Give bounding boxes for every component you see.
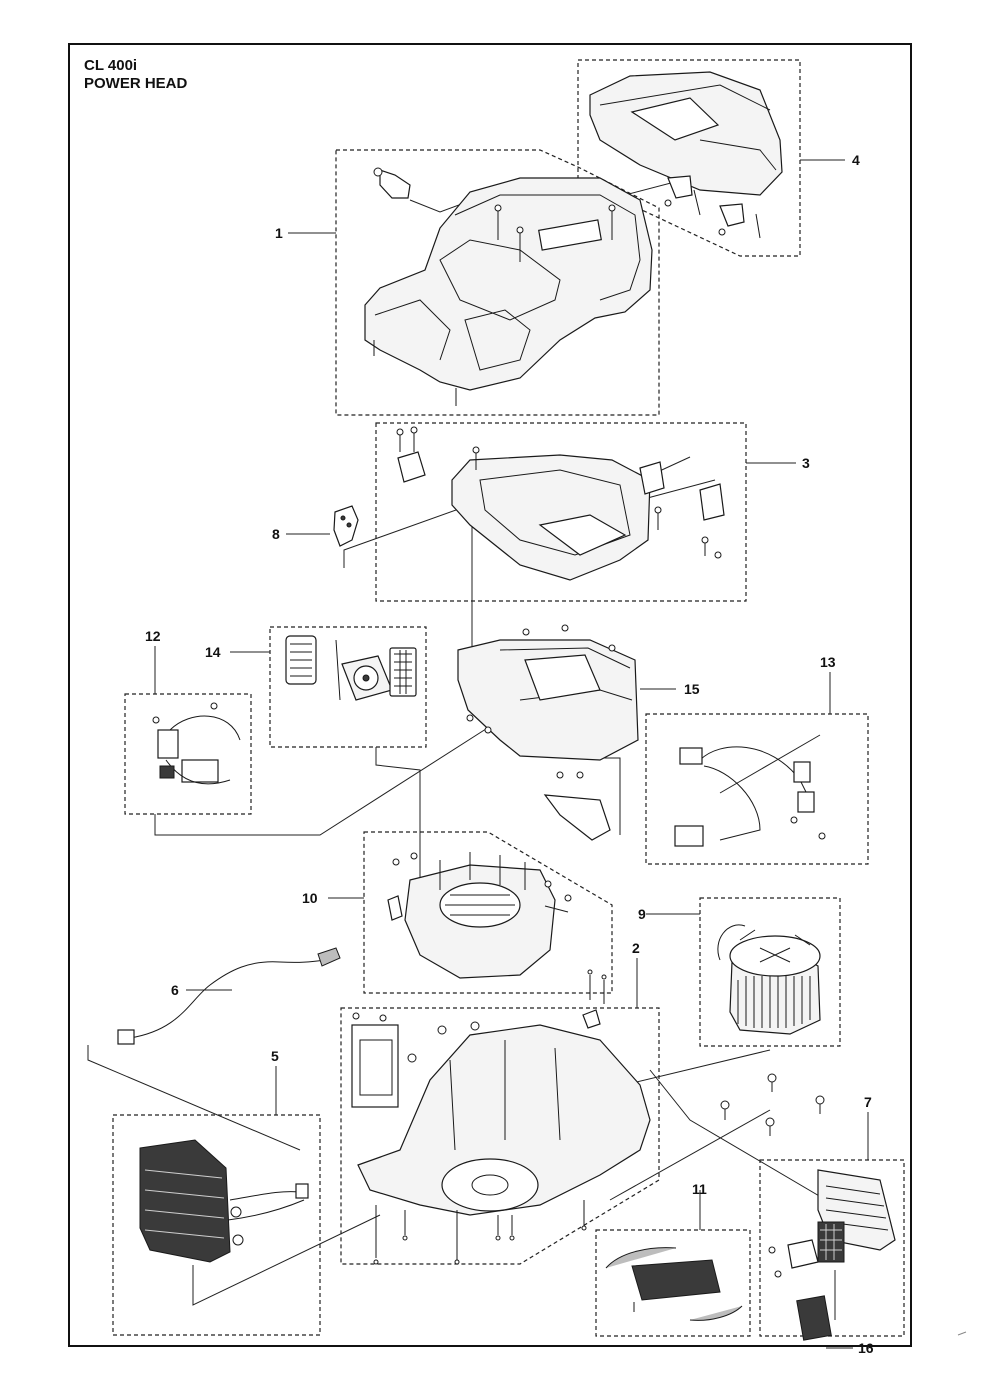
part-handle-clip [333, 505, 359, 547]
part-wiring-harness-13 [674, 746, 826, 847]
callout-15: 15 [684, 681, 700, 697]
callout-16: 16 [858, 1340, 874, 1356]
group-box-4 [577, 59, 801, 257]
callout-12: 12 [145, 628, 161, 644]
part-charging-cable [117, 947, 341, 1045]
callout-10: 10 [302, 890, 318, 906]
group-box-1 [335, 149, 660, 416]
callout-8: 8 [272, 526, 280, 542]
group-box-11 [595, 1229, 751, 1337]
part-grille [605, 1247, 743, 1321]
callout-9: 9 [638, 906, 646, 922]
group-box-14 [269, 626, 427, 748]
group-box-3 [375, 422, 747, 602]
group-box-10 [363, 831, 613, 994]
section-title: POWER HEAD [84, 75, 188, 92]
callout-3: 3 [802, 455, 810, 471]
part-hatch-lid [589, 71, 783, 239]
model-title: CL 400i [84, 57, 138, 74]
callout-2: 2 [632, 940, 640, 956]
callout-1: 1 [275, 225, 283, 241]
callout-4: 4 [852, 152, 860, 168]
diagram-frame [68, 43, 912, 1347]
part-side-vent [768, 1169, 896, 1341]
part-cooling-fan [285, 635, 417, 701]
group-box-9 [699, 897, 841, 1047]
part-lower-chassis [351, 969, 651, 1265]
group-box-5 [112, 1114, 321, 1336]
callout-13: 13 [820, 654, 836, 670]
part-chassis-frame [396, 426, 725, 581]
part-power-supply [139, 1139, 309, 1263]
callout-6: 6 [171, 982, 179, 998]
callout-14: 14 [205, 644, 221, 660]
callout-7: 7 [864, 1094, 872, 1110]
group-box-7 [759, 1159, 905, 1337]
callout-5: 5 [271, 1048, 279, 1064]
group-box-13 [645, 713, 869, 865]
stray-mark [957, 1331, 967, 1336]
group-box-12 [124, 693, 252, 815]
part-electronics-housing [457, 624, 639, 841]
callout-11: 11 [692, 1181, 707, 1197]
part-wiring-harness-12 [152, 702, 241, 785]
part-top-cover [364, 167, 653, 406]
part-drive-motor [717, 924, 825, 1136]
part-motor-mount [387, 852, 572, 979]
